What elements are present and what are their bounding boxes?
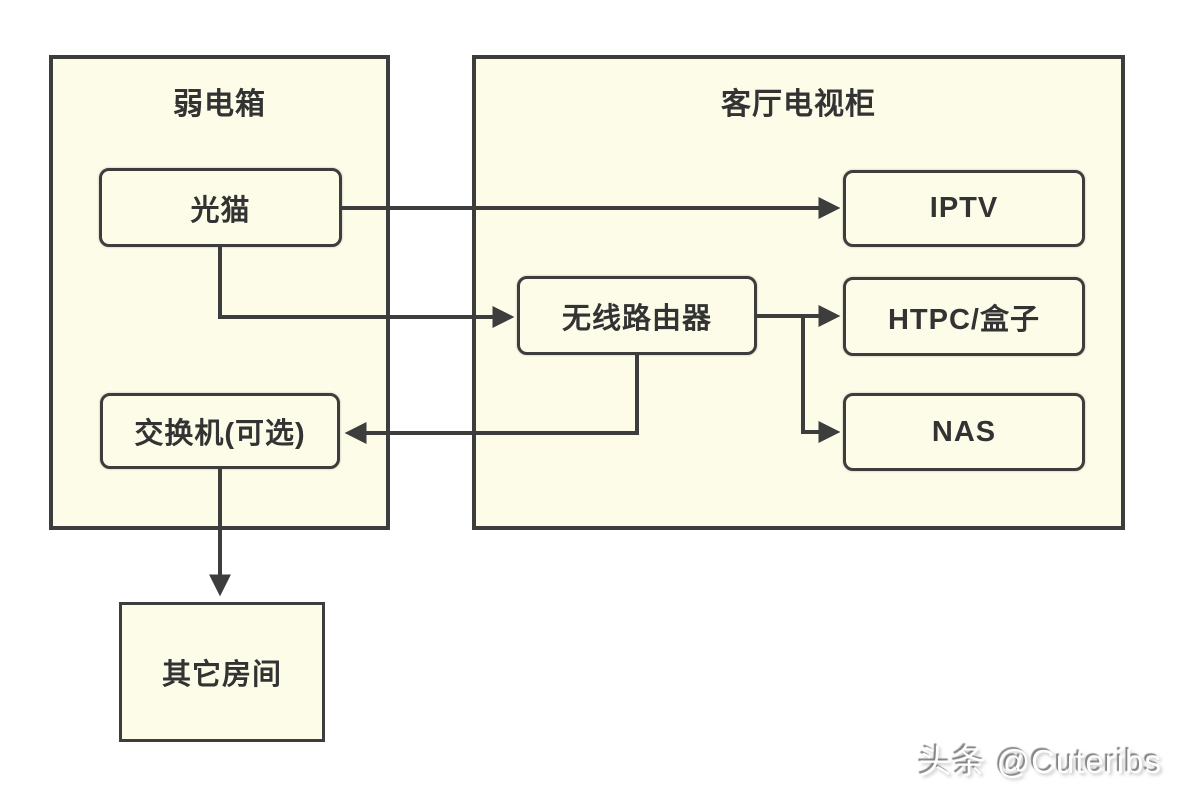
node-wireless-router: 无线路由器 — [517, 276, 757, 355]
node-label: 光猫 — [190, 194, 251, 227]
node-other-rooms: 其它房间 — [119, 602, 325, 742]
node-label: NAS — [931, 415, 997, 448]
node-nas: NAS — [843, 393, 1085, 471]
node-htpc-box: HTPC/盒子 — [843, 277, 1085, 356]
node-label: 无线路由器 — [561, 302, 712, 335]
node-switch-optional: 交换机(可选) — [100, 393, 340, 469]
node-optical-modem: 光猫 — [99, 168, 342, 247]
node-label: 交换机(可选) — [134, 418, 306, 450]
node-label: HTPC/盒子 — [887, 303, 1040, 336]
weak-box-title: 弱电箱 — [173, 88, 266, 121]
tv-cabinet-title: 客厅电视柜 — [721, 88, 876, 121]
node-label: IPTV — [929, 192, 999, 224]
watermark: 头条 @Cuteribs — [918, 743, 1162, 780]
node-label: 其它房间 — [161, 659, 282, 691]
node-iptv: IPTV — [843, 170, 1085, 247]
